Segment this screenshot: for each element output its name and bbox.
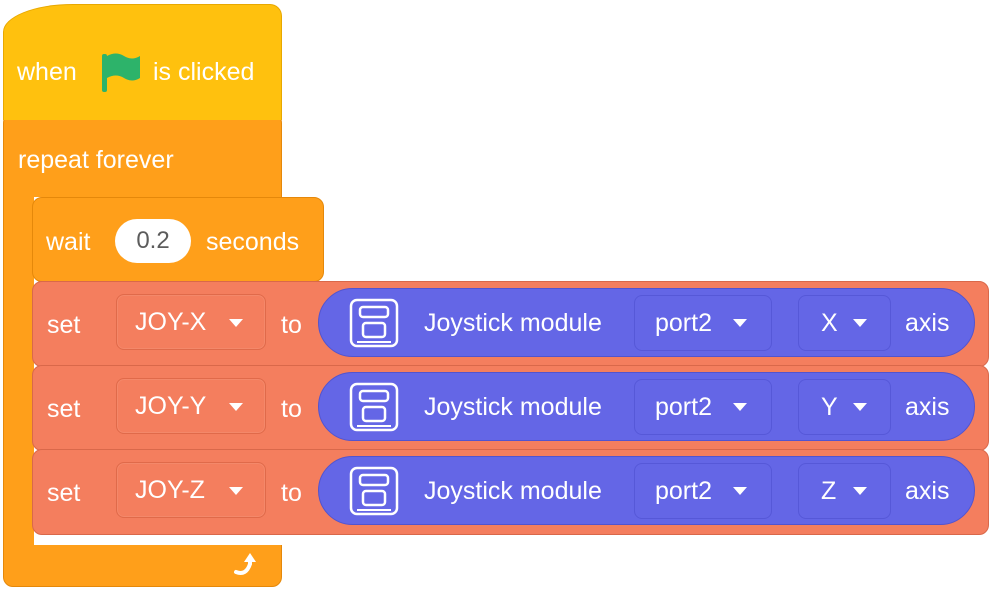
set-variable-block[interactable]: set JOY-Y to Joystick module port2 Y axi… (32, 365, 989, 451)
joystick-device-icon (349, 382, 399, 432)
port-dropdown[interactable]: port2 (634, 463, 772, 519)
variable-dropdown[interactable]: JOY-Y (116, 378, 266, 434)
dropdown-caret-icon (229, 319, 243, 327)
wait-label: wait (46, 228, 91, 256)
seconds-label: seconds (206, 228, 300, 256)
variable-dropdown[interactable]: JOY-X (116, 294, 266, 350)
set-label: set (47, 479, 81, 507)
port-value: port2 (655, 309, 712, 337)
dropdown-caret-icon (229, 487, 243, 495)
variable-dropdown[interactable]: JOY-Z (116, 462, 266, 518)
axis-label: axis (905, 309, 950, 337)
to-label: to (281, 395, 302, 423)
axis-dropdown[interactable]: Z (798, 463, 891, 519)
set-variable-block[interactable]: set JOY-Z to Joystick module port2 Z axi… (32, 449, 989, 535)
dropdown-caret-icon (229, 403, 243, 411)
axis-dropdown[interactable]: Y (798, 379, 891, 435)
green-flag-icon (102, 53, 140, 92)
set-label: set (47, 311, 81, 339)
dropdown-caret-icon (853, 487, 867, 495)
joystick-module-reporter[interactable]: Joystick module port2 Z axis (318, 456, 975, 525)
axis-label: axis (905, 477, 950, 505)
dropdown-caret-icon (733, 403, 747, 411)
variable-name: JOY-Y (135, 392, 207, 420)
wait-seconds-input[interactable]: 0.2 (115, 219, 191, 263)
set-label: set (47, 395, 81, 423)
dropdown-caret-icon (853, 403, 867, 411)
hat-clicked-label: is clicked (153, 58, 255, 86)
axis-value: X (821, 309, 838, 337)
port-dropdown[interactable]: port2 (634, 295, 772, 351)
axis-label: axis (905, 393, 950, 421)
variable-name: JOY-Z (135, 476, 205, 504)
joystick-device-icon (349, 298, 399, 348)
when-flag-clicked-block[interactable] (3, 4, 282, 120)
joystick-module-reporter[interactable]: Joystick module port2 X axis (318, 288, 975, 357)
joystick-module-reporter[interactable]: Joystick module port2 Y axis (318, 372, 975, 441)
dropdown-caret-icon (733, 319, 747, 327)
variable-name: JOY-X (135, 308, 207, 336)
loop-arrow-icon (234, 553, 256, 575)
axis-value: Z (821, 477, 837, 505)
hat-when-label: when (17, 58, 77, 86)
set-variable-block[interactable]: set JOY-X to Joystick module port2 X axi… (32, 281, 989, 367)
port-dropdown[interactable]: port2 (634, 379, 772, 435)
repeat-forever-label: repeat forever (18, 146, 174, 174)
port-value: port2 (655, 477, 712, 505)
dropdown-caret-icon (733, 487, 747, 495)
port-value: port2 (655, 393, 712, 421)
dropdown-caret-icon (853, 319, 867, 327)
joystick-device-icon (349, 466, 399, 516)
to-label: to (281, 479, 302, 507)
joystick-module-label: Joystick module (424, 393, 602, 421)
joystick-module-label: Joystick module (424, 309, 602, 337)
to-label: to (281, 311, 302, 339)
joystick-module-label: Joystick module (424, 477, 602, 505)
axis-value: Y (821, 393, 838, 421)
axis-dropdown[interactable]: X (798, 295, 891, 351)
